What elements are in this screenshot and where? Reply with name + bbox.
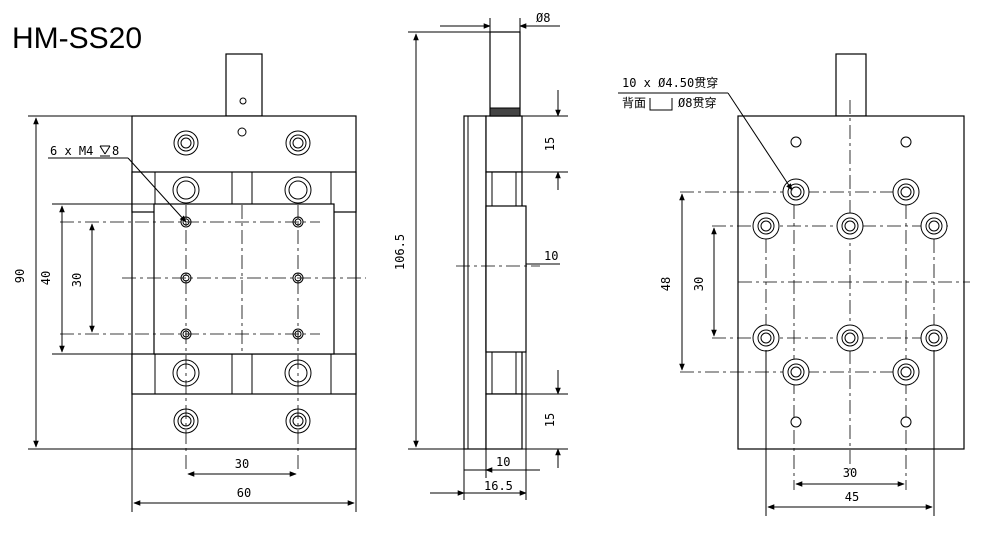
front-view: 6 x M4 8 90 40 30 30 60 (13, 53, 366, 512)
front-dim-width-pitch: 30 (235, 457, 249, 471)
side-dim-knob-dia: Ø8 (536, 11, 550, 25)
front-dim-width: 60 (237, 486, 251, 500)
front-knob (225, 53, 263, 117)
back-dim-width: 45 (845, 490, 859, 504)
back-callout-line2-prefix: 背面 (622, 96, 646, 110)
front-lower-rail (131, 353, 357, 395)
counterbore-symbol-icon (649, 98, 673, 111)
front-dim-height: 90 (13, 269, 27, 283)
front-knob-pin (239, 97, 247, 105)
side-dim-top: 15 (543, 137, 557, 151)
side-base-plate (463, 115, 487, 450)
back-through-holes (752, 178, 948, 386)
side-dim-total-thick: 16.5 (484, 479, 513, 493)
back-knob (835, 53, 867, 117)
front-hole-depth: 8 (112, 144, 119, 158)
back-callout-line1: 10 x Ø4.50贯穿 (622, 75, 718, 90)
front-dim-pitch: 30 (70, 273, 84, 287)
side-dim-thick: 10 (496, 455, 510, 469)
model-title: HM-SS20 (12, 22, 142, 55)
depth-symbol-icon (99, 145, 111, 157)
side-dim-total-height: 106.5 (393, 234, 407, 270)
side-view: Ø8 106.5 15 10 15 10 16.5 (393, 11, 568, 500)
side-knob (489, 31, 521, 117)
back-view: 10 x Ø4.50贯穿 背面 Ø8贯穿 48 30 30 45 (618, 53, 970, 516)
back-dim-pitch: 30 (692, 277, 706, 291)
front-dim-inner: 40 (39, 271, 53, 285)
back-dim-width-pitch: 30 (843, 466, 857, 480)
side-lower-block (485, 393, 523, 450)
side-upper-block (485, 115, 523, 173)
back-plate (737, 115, 965, 450)
back-dim-height: 48 (659, 277, 673, 291)
front-plate-pin (237, 127, 247, 137)
front-hole-callout: 6 x M4 (50, 144, 93, 158)
side-carriage (485, 205, 527, 353)
side-dim-bottom: 15 (543, 413, 557, 427)
side-dim-mid: 10 (544, 249, 558, 263)
back-callout-line2-suffix: Ø8贯穿 (678, 95, 716, 110)
